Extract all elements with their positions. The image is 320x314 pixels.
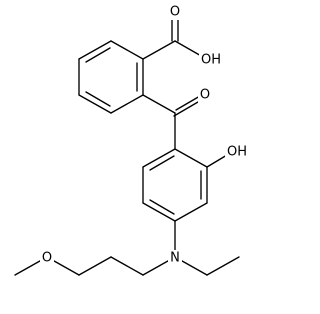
atom-label-amine-n: N bbox=[170, 251, 180, 266]
bond-ring1-2 bbox=[78, 40, 112, 60]
bond-ring2-1 bbox=[174, 148, 208, 168]
bond-ring1-1 bbox=[110, 40, 144, 60]
atom-label-phenol-oh: OH bbox=[227, 145, 247, 160]
bond-propyl-3 bbox=[78, 256, 112, 276]
bond-ketone-co-a bbox=[173, 101, 199, 117]
bond-layer bbox=[14, 12, 240, 276]
bond-ring2-inner-b bbox=[149, 199, 175, 215]
bond-propyl-2 bbox=[110, 256, 144, 276]
molecule-structure: O OH O OH N O bbox=[14, 4, 249, 276]
atom-label-ketone-o: O bbox=[200, 88, 210, 103]
structure-canvas: O OH O OH N O bbox=[14, 4, 249, 276]
bond-ketone-co-b bbox=[175, 95, 201, 111]
bond-ring1-inner-a bbox=[85, 47, 111, 63]
bond-ring1-5 bbox=[110, 94, 144, 114]
bond-ring2-inner-a bbox=[149, 155, 175, 171]
bond-ring2-6 bbox=[142, 148, 176, 168]
bond-ketone-ring1 bbox=[142, 94, 176, 114]
atom-label-layer: O OH O OH N O bbox=[40, 4, 249, 266]
bond-carboxyl-oh bbox=[174, 40, 204, 58]
atom-label-carboxyl-oh: OH bbox=[201, 53, 221, 68]
bond-n-ethyl-2 bbox=[206, 256, 240, 276]
bond-ring1-inner-b bbox=[85, 91, 111, 107]
atom-label-carboxyl-o: O bbox=[170, 5, 180, 20]
bond-ring2-4 bbox=[142, 202, 176, 222]
bond-carboxyl-ring bbox=[142, 40, 176, 60]
bond-ring2-3 bbox=[174, 202, 208, 222]
bond-phenol-oh bbox=[206, 154, 228, 168]
atom-label-ether-o: O bbox=[42, 251, 52, 266]
bond-ring1-4 bbox=[78, 94, 112, 114]
